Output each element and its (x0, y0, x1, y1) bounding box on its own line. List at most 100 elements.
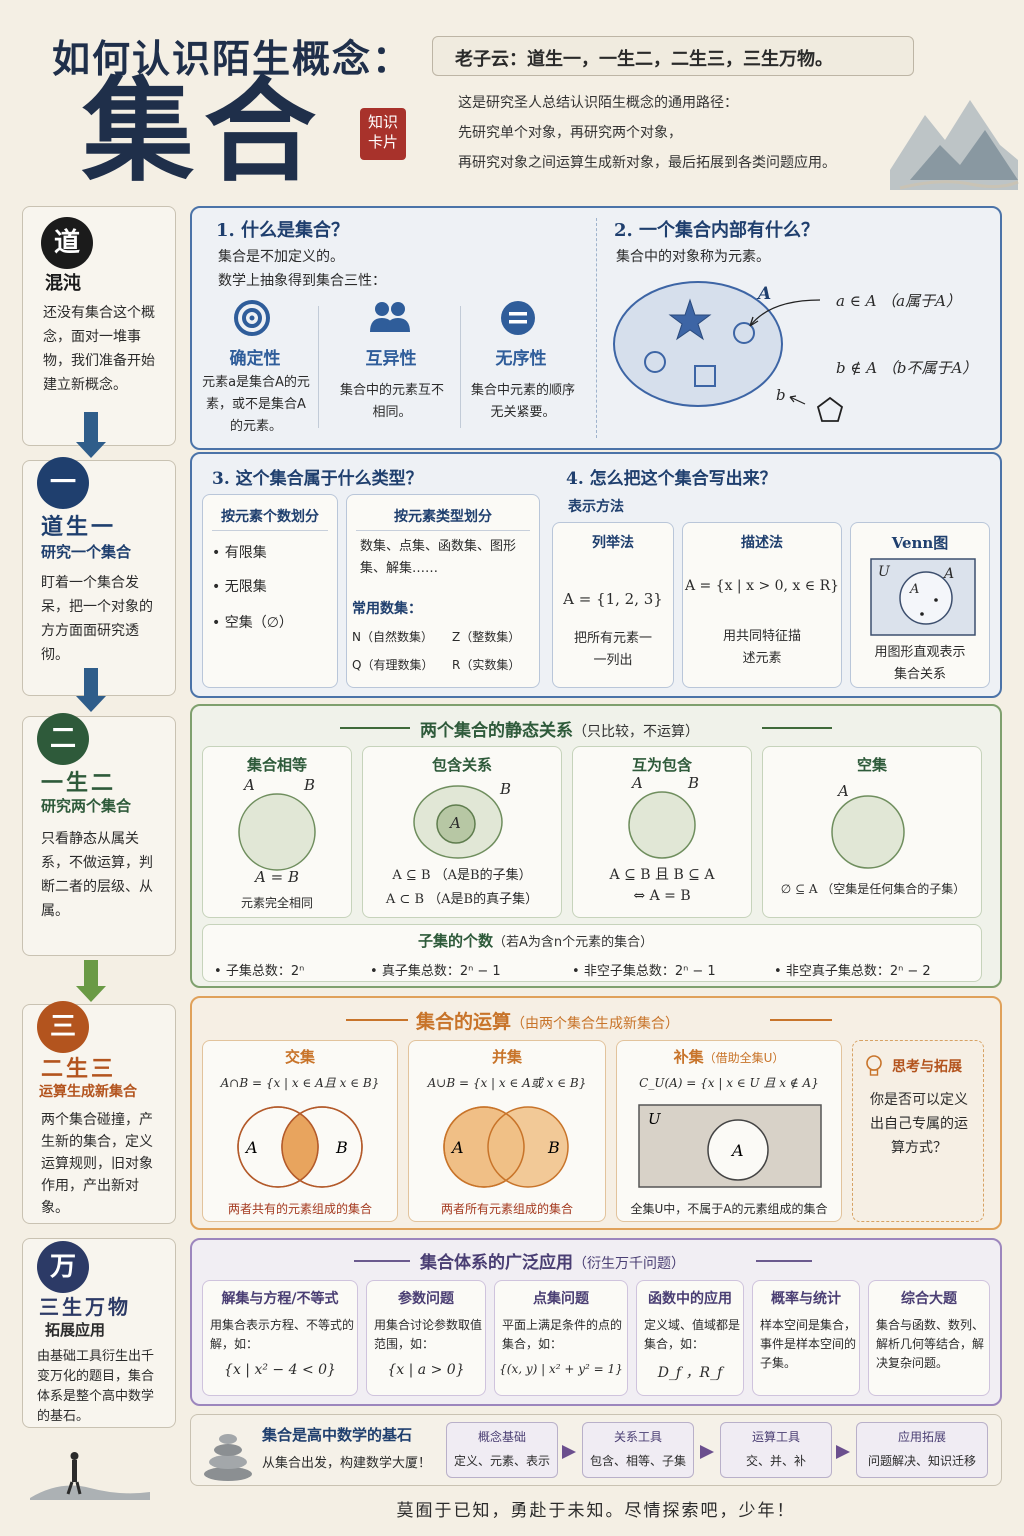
section-title-note: （由两个集合生成新集合） (511, 1016, 680, 1032)
stage-card-wan: 万 三生万物 拓展应用 由基础工具衍生出千变万化的题目，集合体系是整个高中数学的… (22, 1238, 176, 1428)
stage-icon: 三 (37, 1001, 89, 1053)
svg-text:U: U (648, 1110, 662, 1128)
count-type-box (202, 494, 338, 688)
complement-diagram: UA (638, 1104, 822, 1188)
app-card (752, 1280, 860, 1396)
chain-arrow-icon (700, 1445, 714, 1459)
subset-count-text: 非空真子集总数：2ⁿ − 2 (785, 964, 931, 979)
divider (596, 218, 597, 438)
subset-count: • 非空子集总数：2ⁿ − 1 (572, 964, 716, 979)
people-icon (370, 302, 410, 332)
q1-line: 集合是不加定义的。 (218, 249, 344, 265)
section-title-note: （衍生万千问题） (573, 1256, 685, 1272)
property-desc: 元素a是集合A的元素，或不是集合A的元素。 (202, 375, 310, 434)
box-rule (356, 530, 530, 531)
app-desc: 集合与函数、数列、解析几何等结合，解决复杂问题。 (876, 1318, 985, 1370)
app-name: 函数中的应用 (648, 1291, 732, 1307)
section-title: 两个集合的静态关系（只比较，不运算） (420, 716, 699, 741)
op-name: 交集 (284, 1048, 315, 1066)
method-box-list (552, 522, 674, 688)
chain-arrow-icon (836, 1445, 850, 1459)
method-desc: 把所有元素一一列出 (573, 631, 652, 668)
property-desc: 集合中的元素互不相同。 (340, 383, 445, 420)
svg-text:A: A (450, 1138, 464, 1157)
chain-arrow-icon (562, 1445, 576, 1459)
venn-diagram (870, 558, 976, 636)
think-title: 思考与拓展 (892, 1059, 962, 1075)
method-desc: 用图形直观表示集合关系 (874, 645, 966, 682)
stage-title: 三生万物 (39, 1295, 131, 1319)
app-desc: 平面上满足条件的点的集合，如： (502, 1318, 623, 1351)
subset-count: • 子集总数：2ⁿ (214, 964, 305, 979)
property-name: 确定性 (229, 349, 281, 369)
section-title: 集合的运算（由两个集合生成新集合） (416, 1007, 679, 1034)
chain-step (720, 1422, 832, 1478)
subset-title-note: （若A为含n个元素的集合） (493, 935, 654, 950)
stage-desc: 两个集合碰撞，产生新的集合，定义运算规则，旧对象作用，产出新对象。 (41, 1112, 153, 1216)
method-box-describe (682, 522, 842, 688)
stage-subtitle: 拓展应用 (45, 1321, 106, 1339)
stage-icon: 二 (37, 713, 89, 765)
subset-diagram (413, 785, 503, 859)
stage-icon: 万 (37, 1241, 89, 1293)
count-item-text: 无限集 (224, 579, 267, 595)
hiker-illustration (30, 1452, 150, 1500)
down-arrow-head (76, 442, 106, 458)
down-arrow (84, 960, 98, 988)
venn-U-label: U (878, 564, 890, 580)
venn-A-inner: A (910, 582, 920, 597)
relation-formula: A = B (255, 868, 299, 886)
divider (460, 306, 461, 428)
app-name: 概率与统计 (771, 1291, 841, 1307)
lightbulb-icon (866, 1055, 882, 1076)
subset-count-text: 真子集总数：2ⁿ − 1 (381, 964, 501, 979)
relation-formula: A ⊂ B （A是B的真子集） (385, 892, 539, 907)
op-formula: A∩B = {x | x ∈ A且 x ∈ B} (220, 1076, 380, 1090)
q3-title: 3. 这个集合属于什么类型？ (212, 469, 423, 489)
divider (318, 306, 319, 428)
section-title-text: 两个集合的静态关系 (420, 721, 573, 741)
subset-count-title: 子集的个数（若A为含n个元素的集合） (418, 930, 653, 951)
method-name: 列举法 (592, 535, 634, 551)
chain-step-desc: 定义、元素、表示 (453, 1454, 550, 1468)
title-ornament-left (354, 1260, 410, 1262)
subset-title-text: 子集的个数 (418, 932, 494, 950)
common-set: N（自然数集） (352, 630, 433, 644)
app-card (366, 1280, 486, 1396)
app-card (494, 1280, 628, 1396)
mutual-subset-diagram (628, 791, 696, 859)
stage-icon: 道 (41, 217, 93, 269)
method-name: 描述法 (741, 535, 783, 551)
property-name: 互异性 (365, 349, 417, 369)
chain-step-desc: 交、并、补 (745, 1454, 806, 1468)
relation-formula: A ⊆ B （A是B的子集） (392, 868, 532, 883)
op-name-row: 补集（借助全集U） (616, 1046, 842, 1067)
stage-title: 一生二 (41, 770, 117, 796)
intro-text: 这是研究圣人总结认识陌生概念的通用路径： 先研究单个对象，再研究两个对象， 再研… (458, 88, 836, 178)
subset-count: • 真子集总数：2ⁿ − 1 (370, 964, 501, 979)
element-b-label: b (776, 386, 786, 404)
stage-title: 道生一 (41, 514, 117, 540)
stone-stack-icon (204, 1434, 252, 1481)
app-formula: D_f ，R_f (657, 1365, 723, 1381)
stage-card-one: 一 道生一 研究一个集合 盯着一个集合发呆，把一个对象的方方面面研究透彻。 (22, 457, 176, 696)
app-name: 参数问题 (398, 1291, 454, 1307)
stage-subtitle: 研究两个集合 (41, 797, 132, 815)
target-icon (234, 300, 270, 336)
title-ornament-right (762, 727, 832, 729)
section-title-note: （只比较，不运算） (573, 724, 699, 740)
chain-step-title: 概念基础 (477, 1430, 526, 1444)
set-label: A (758, 284, 772, 304)
stage-card-two: 二 一生二 研究两个集合 只看静态从属关系，不做运算，判断二者的层级、从属。 (22, 713, 176, 956)
app-desc: 样本空间是集合，事件是样本空间的子集。 (760, 1318, 857, 1370)
chain-step-desc: 问题解决、知识迁移 (867, 1454, 976, 1468)
app-name: 解集与方程/不等式 (221, 1291, 339, 1307)
count-item: • 空集（∅） (212, 615, 293, 631)
op-desc: 两者所有元素组成的集合 (440, 1202, 573, 1216)
title-ornament-left (346, 1019, 408, 1021)
seal-text: 知识卡片 (367, 113, 398, 151)
title-ornament-left (340, 727, 410, 729)
chain-step-title: 应用拓展 (897, 1430, 946, 1444)
